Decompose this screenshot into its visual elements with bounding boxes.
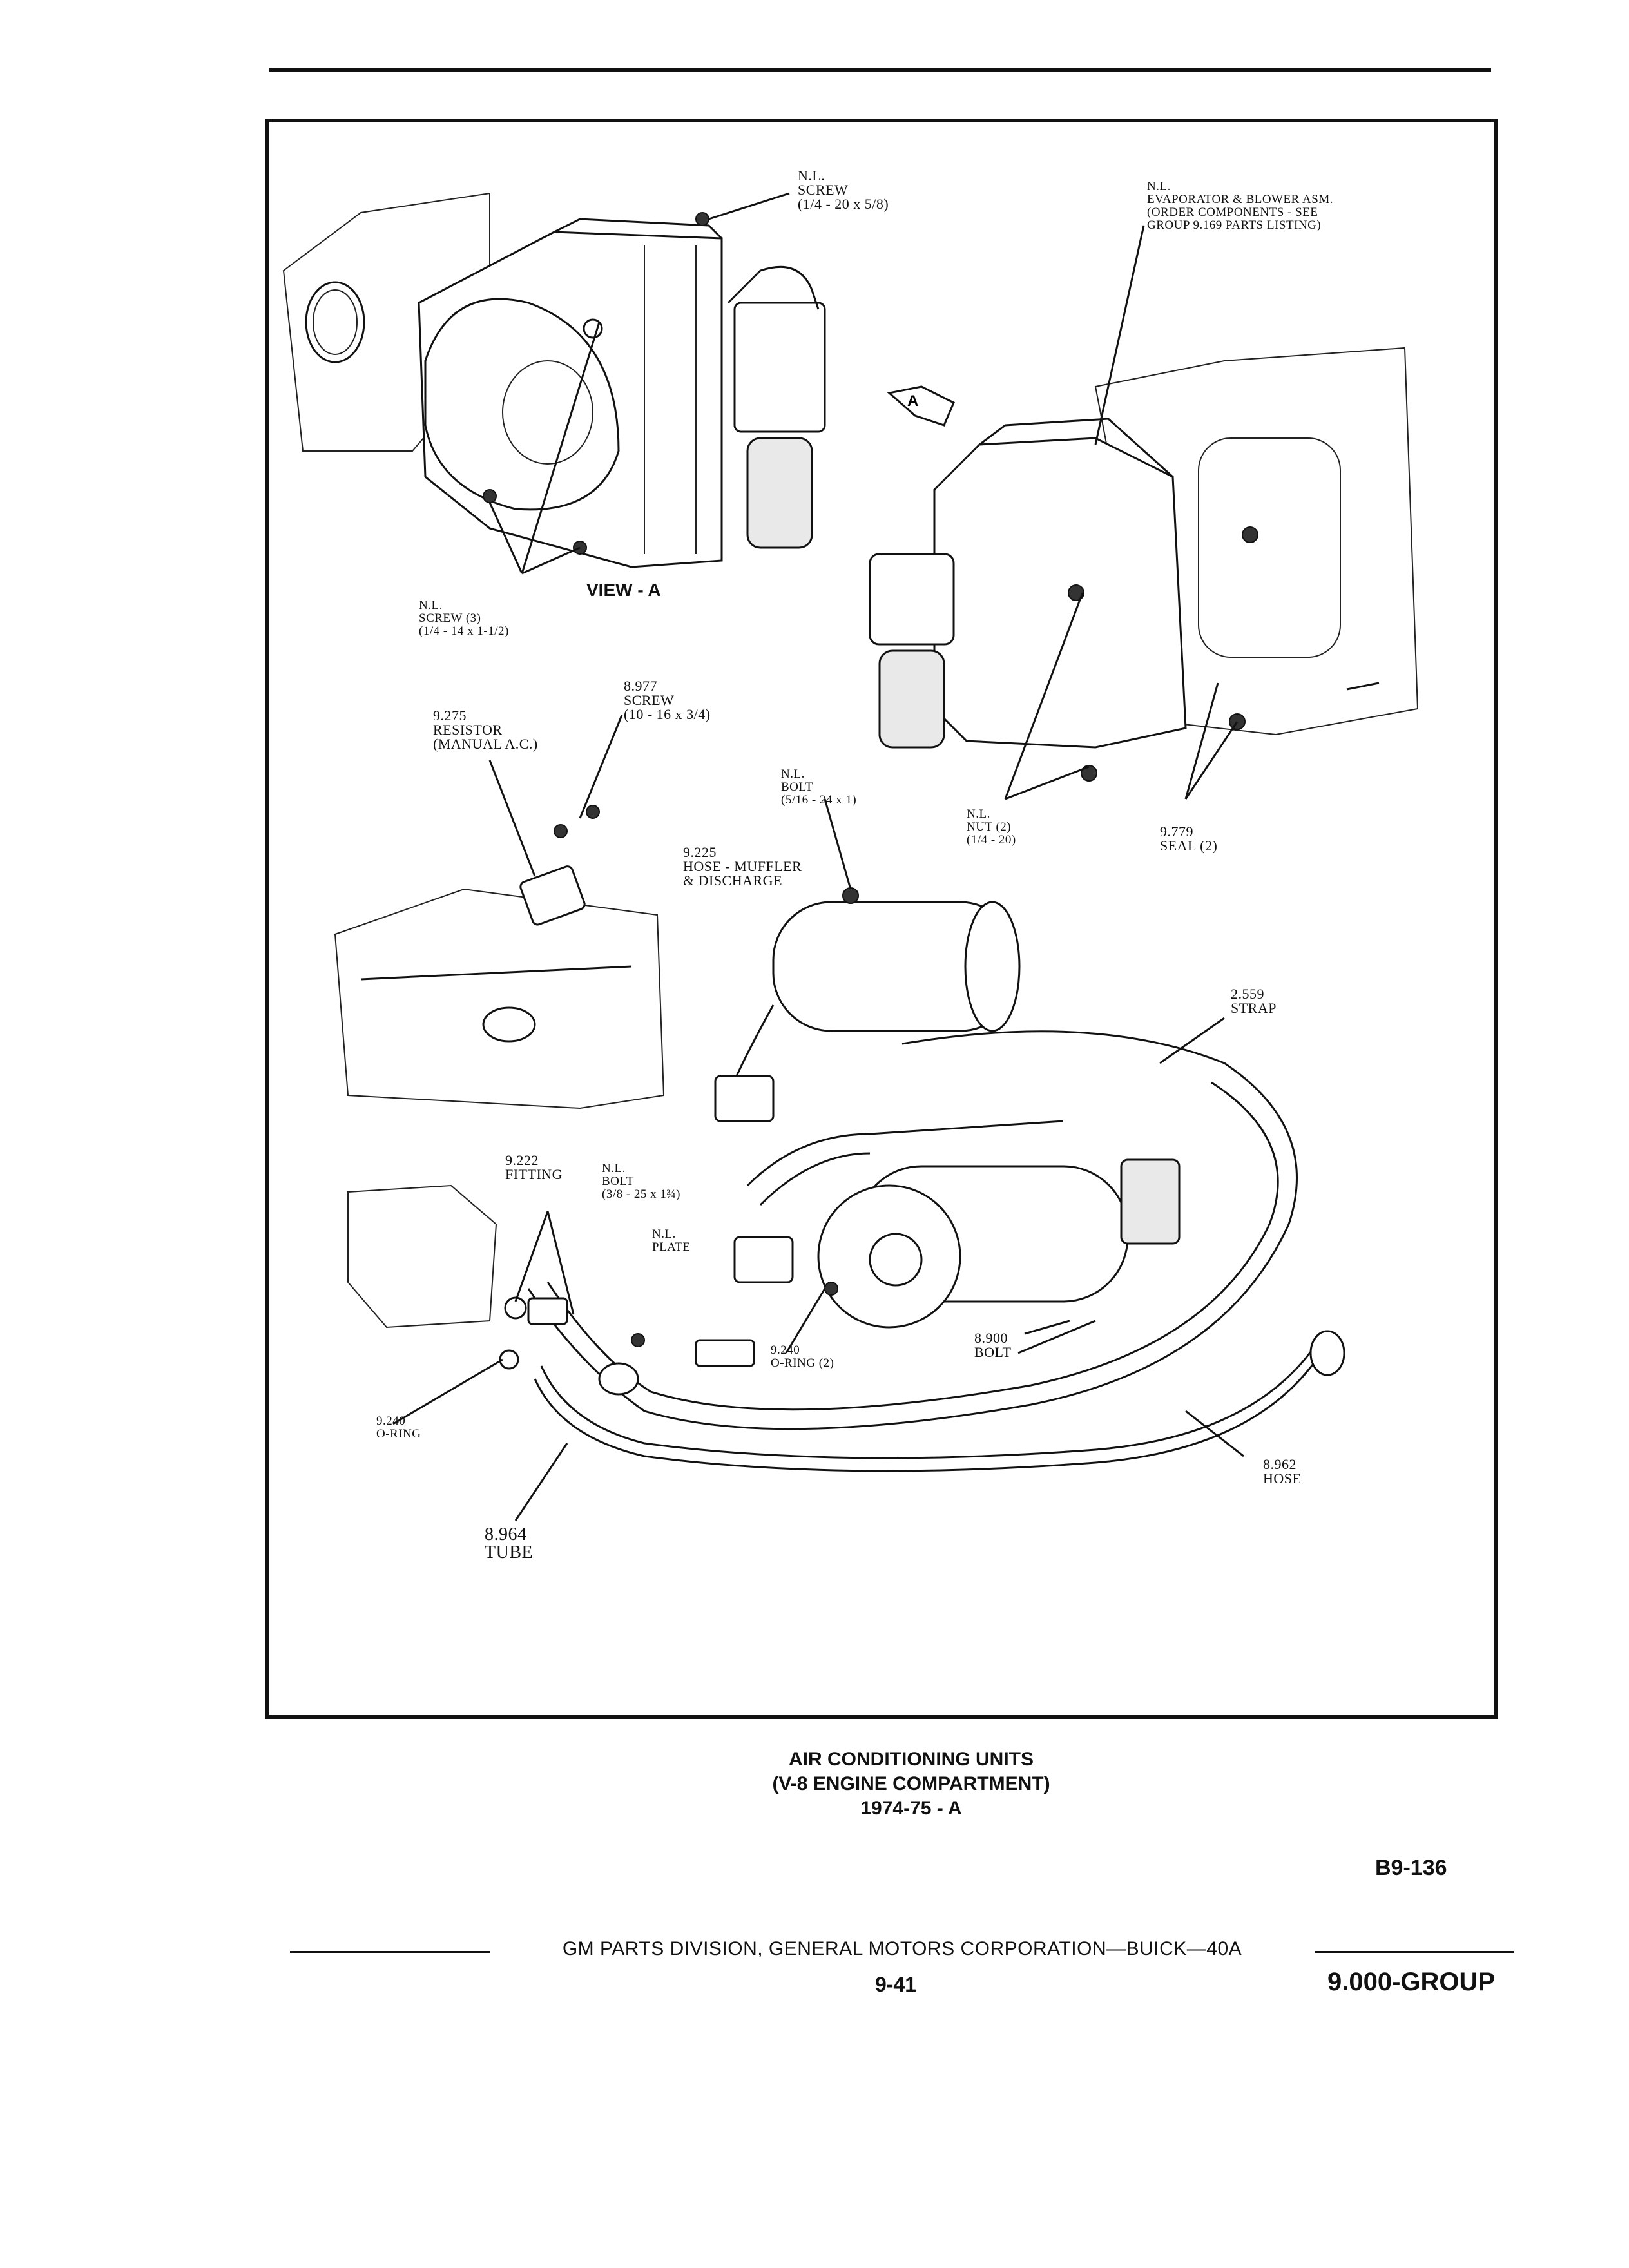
figure-caption: AIR CONDITIONING UNITS (V-8 ENGINE COMPA… xyxy=(0,1747,1629,1821)
header-rule xyxy=(269,68,1491,72)
fitting-drawing xyxy=(347,1184,568,1370)
callout-hose-8962: 8.962 HOSE xyxy=(1263,1456,1302,1486)
callout-seal: 9.779 SEAL (2) xyxy=(1160,823,1218,854)
compressor-drawing xyxy=(695,887,1181,1367)
caption-line-3: 1974-75 - A xyxy=(860,1798,962,1819)
callout-oring: 9.240 O-RING xyxy=(376,1414,421,1441)
callout-bolt-mid: N.L. BOLT (3/8 - 25 x 1¾) xyxy=(602,1162,681,1201)
caption-line-1: AIR CONDITIONING UNITS xyxy=(789,1749,1034,1770)
diagram-frame xyxy=(265,119,1498,1719)
arrow-a-letter: A xyxy=(907,392,918,410)
callout-bolt-8900: 8.900 BOLT xyxy=(974,1330,1012,1360)
footer-rule-left xyxy=(290,1951,490,1953)
footer-publisher: GM PARTS DIVISION, GENERAL MOTORS CORPOR… xyxy=(562,1938,1242,1959)
callout-evaporator: N.L. EVAPORATOR & BLOWER ASM. (ORDER COM… xyxy=(1147,180,1333,232)
callout-fitting: 9.222 FITTING xyxy=(505,1152,563,1182)
callout-tube: 8.964 TUBE xyxy=(485,1524,534,1562)
callout-nut: N.L. NUT (2) (1/4 - 20) xyxy=(967,807,1016,847)
callout-plate: N.L. PLATE xyxy=(652,1227,691,1254)
leader-lines xyxy=(392,192,1244,1521)
callout-screw-8977: 8.977 SCREW (10 - 16 x 3/4) xyxy=(624,678,711,722)
group-id: 9.000-GROUP xyxy=(1327,1968,1496,1996)
caption-line-2: (V-8 ENGINE COMPARTMENT) xyxy=(772,1773,1050,1794)
footer-rule-right xyxy=(1315,1951,1514,1953)
callout-strap: 2.559 STRAP xyxy=(1231,986,1277,1016)
resistor-drawing xyxy=(334,805,665,1110)
evaporator-installed-drawing xyxy=(869,347,1419,782)
hose-tube-routing xyxy=(527,1030,1345,1472)
callout-screw-3: N.L. SCREW (3) (1/4 - 14 x 1-1/2) xyxy=(419,599,509,638)
callout-bolt-top: N.L. BOLT (5/16 - 24 x 1) xyxy=(781,767,857,807)
view-a-evaporator-drawing xyxy=(282,192,826,568)
callout-screw-top: N.L. SCREW (1/4 - 20 x 5/8) xyxy=(798,168,889,212)
callout-oring-2: 9.240 O-RING (2) xyxy=(771,1343,834,1370)
view-a-arrow-icon: A xyxy=(887,385,955,427)
callout-resistor: 9.275 RESISTOR (MANUAL A.C.) xyxy=(433,707,538,752)
figure-id: B9-136 xyxy=(1375,1856,1447,1880)
view-a-label: VIEW - A xyxy=(586,580,661,600)
page-number: 9-41 xyxy=(874,1973,917,1996)
callout-hose-muffler: 9.225 HOSE - MUFFLER & DISCHARGE xyxy=(683,844,802,889)
